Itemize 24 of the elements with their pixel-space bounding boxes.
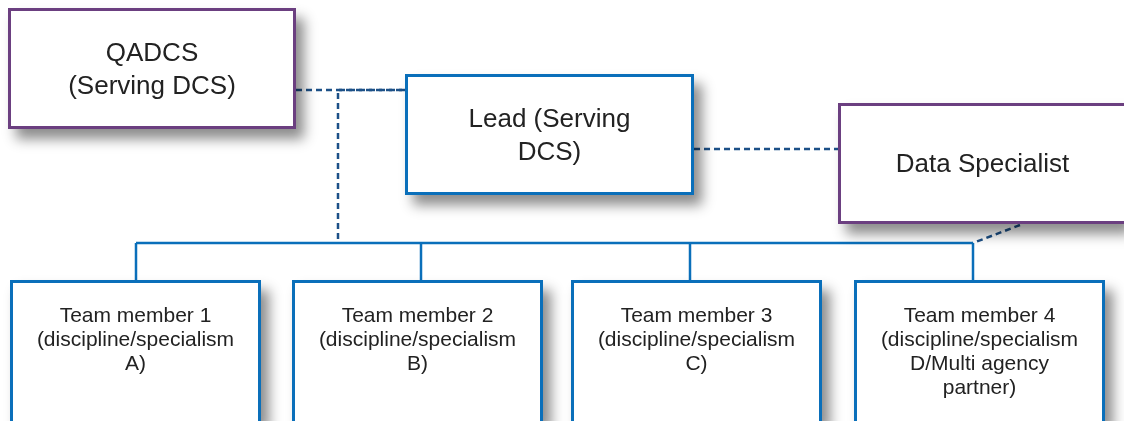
connector-line bbox=[688, 243, 692, 280]
role-box bbox=[571, 280, 822, 421]
role-box bbox=[854, 280, 1105, 421]
role-title: Team member 3 bbox=[620, 303, 773, 327]
connector-line bbox=[134, 243, 138, 280]
role-description: (discipline/specialism C) bbox=[596, 327, 797, 375]
role-box bbox=[838, 103, 1124, 224]
role-title: QADCS (Serving DCS) bbox=[67, 35, 237, 102]
connector-line bbox=[419, 243, 423, 280]
role-box bbox=[10, 280, 261, 421]
role-title: Team member 1 bbox=[59, 303, 212, 327]
role-title: Team member 4 bbox=[903, 303, 1056, 327]
role-title: Lead (Serving DCS) bbox=[467, 101, 632, 168]
role-description: (discipline/specialism D/Multi agency partner) bbox=[879, 327, 1080, 399]
role-box bbox=[405, 74, 694, 195]
role-title: Team member 2 bbox=[341, 303, 494, 327]
connector-line bbox=[971, 243, 975, 280]
role-description: (discipline/specialism B) bbox=[317, 327, 518, 375]
role-description: (discipline/specialism A) bbox=[35, 327, 236, 375]
connector-line bbox=[694, 147, 838, 151]
bus-line bbox=[136, 241, 973, 245]
role-box bbox=[292, 280, 543, 421]
role-box bbox=[8, 8, 296, 129]
role-title: Data Specialist bbox=[895, 147, 1070, 180]
